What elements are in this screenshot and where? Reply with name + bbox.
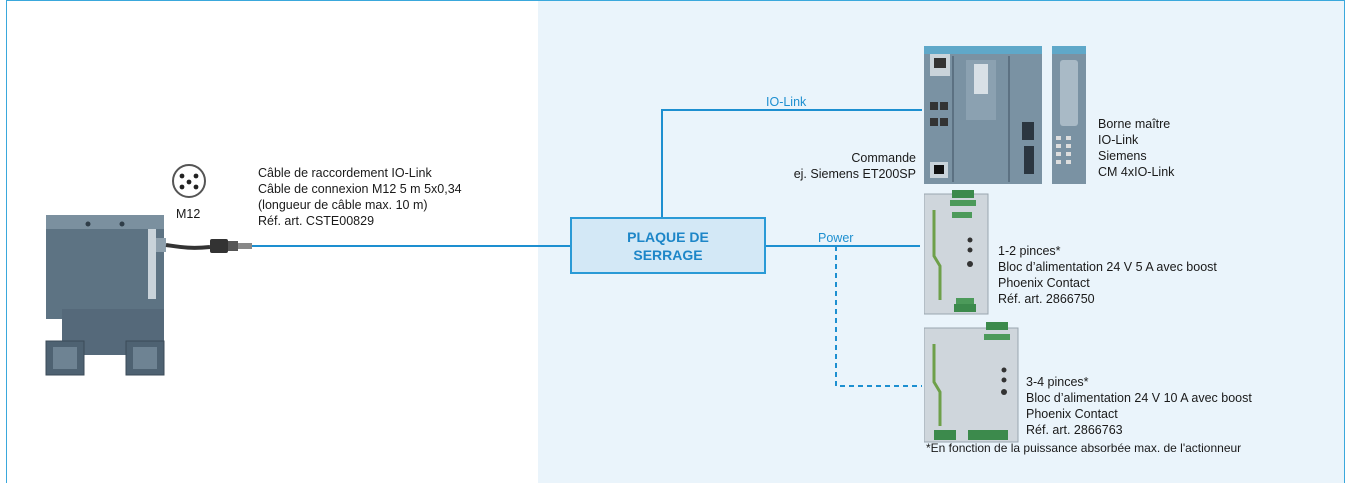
psu2-line-4: Réf. art. 2866763 <box>1026 423 1123 437</box>
master-line-2: IO-Link <box>1098 133 1139 147</box>
master-line-3: Siemens <box>1098 149 1147 163</box>
cable-line-4: Réf. art. CSTE00829 <box>258 214 375 228</box>
psu1-line-4: Réf. art. 2866750 <box>998 292 1095 306</box>
power-supply-5a-device <box>924 190 989 315</box>
psu2-line-3: Phoenix Contact <box>1026 407 1118 421</box>
iolink-line <box>661 109 922 217</box>
footnote: *En fonction de la puissance absorbée ma… <box>926 441 1242 455</box>
psu1-line-2: Bloc d’alimentation 24 V 5 A avec boost <box>998 260 1217 274</box>
controller-device <box>924 46 1042 184</box>
power-supply-10a-device <box>924 322 1019 443</box>
master-line-1: Borne maître <box>1098 117 1171 131</box>
plaque-line-1: PLAQUE DE <box>627 229 709 245</box>
iolink-label: IO-Link <box>766 95 807 109</box>
cable-line-1: Câble de raccordement IO-Link <box>258 166 432 180</box>
power-label: Power <box>818 231 854 245</box>
controller-line-1: Commande <box>851 151 916 165</box>
psu1-line-1: 1-2 pinces* <box>998 244 1061 258</box>
plaque-de-serrage-box: PLAQUE DE SERRAGE <box>570 217 766 274</box>
controller-line-2: ej. Siemens ET200SP <box>793 167 916 181</box>
power-dashed-line <box>835 246 922 387</box>
cable-line-2: Câble de connexion M12 5 m 5x0,34 <box>258 182 462 196</box>
iolink-master-device <box>1052 46 1086 184</box>
psu2-line-2: Bloc d’alimentation 24 V 10 A avec boost <box>1026 391 1252 405</box>
diagram-frame <box>6 0 1345 483</box>
connector-label: M12 <box>176 207 201 221</box>
psu2-line-1: 3-4 pinces* <box>1026 375 1089 389</box>
cable-line-3: (longueur de câble max. 10 m) <box>258 198 428 212</box>
gripper-device <box>45 215 252 376</box>
plaque-line-2: SERRAGE <box>633 247 703 263</box>
psu1-line-3: Phoenix Contact <box>998 276 1090 290</box>
master-line-4: CM 4xIO-Link <box>1098 165 1175 179</box>
m12-connector-icon <box>172 164 206 198</box>
